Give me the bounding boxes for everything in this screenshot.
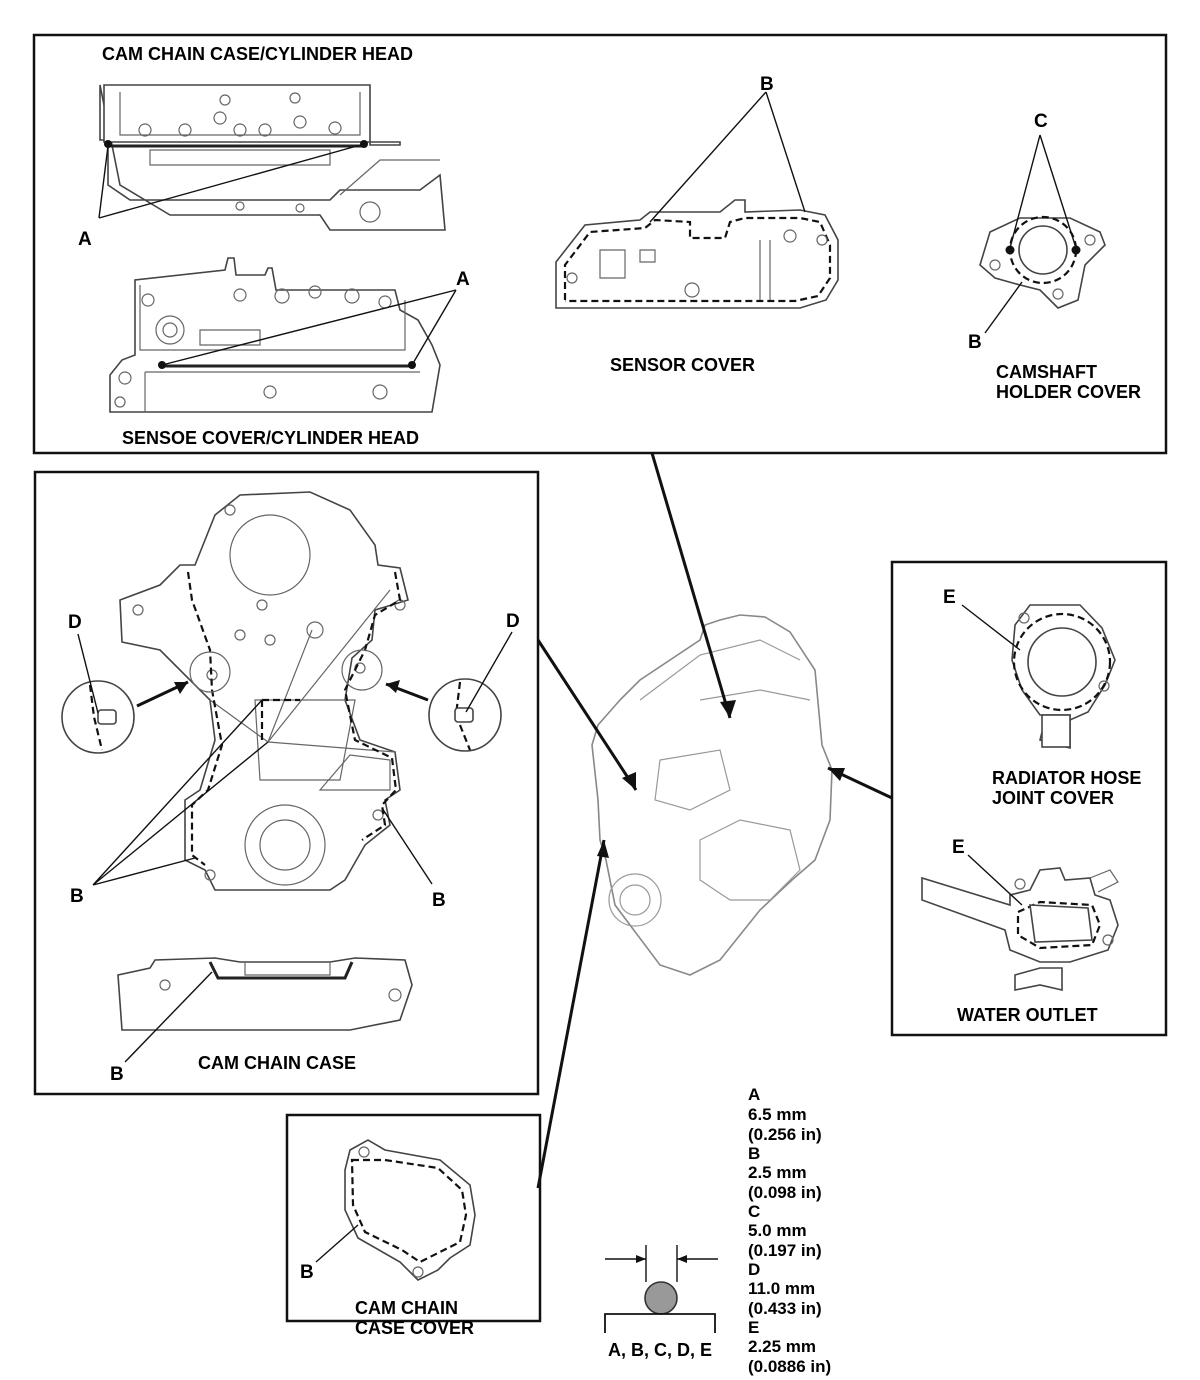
spec-c-letter: C — [748, 1202, 760, 1221]
leader-b-case-cover — [315, 1224, 359, 1263]
spec-c-mm: 5.0 mm — [748, 1221, 807, 1240]
callout-d-right: D — [506, 611, 520, 632]
callout-a-top: A — [78, 229, 92, 250]
spec-d-mm: 11.0 mm — [748, 1279, 815, 1298]
callout-d-left: D — [68, 612, 82, 633]
bead-profile-drawing — [604, 1245, 718, 1333]
radiator-hose-joint-cover-label-2: JOINT COVER — [992, 788, 1114, 808]
camshaft-holder-cover-drawing — [979, 215, 1106, 309]
bead-spec-list: A 6.5 mm (0.256 in) B 2.5 mm (0.098 in) … — [748, 1085, 831, 1376]
spec-d-letter: D — [748, 1260, 760, 1279]
callout-b-case-right: B — [432, 890, 446, 911]
leader-a-top — [98, 143, 365, 219]
leader-a-mid — [161, 289, 457, 366]
leader-b-camshaft — [984, 281, 1023, 334]
engine-assembly-drawing — [591, 614, 833, 976]
leader-e-radiator — [961, 604, 1021, 651]
top-panel-frame — [32, 33, 1168, 455]
spec-d-inch: (0.433 in) — [748, 1299, 822, 1318]
sealant-point-c-left — [1005, 245, 1015, 255]
cooling-covers-panel-frame — [890, 560, 1168, 1037]
camshaft-holder-cover-label-1: CAMSHAFT — [996, 362, 1097, 382]
leader-b-case-side — [124, 971, 213, 1063]
sealant-point-a-left — [104, 140, 112, 148]
spec-b-mm: 2.5 mm — [748, 1163, 807, 1182]
water-outlet-label: WATER OUTLET — [957, 1005, 1098, 1025]
cam-chain-case-panel-frame — [33, 470, 540, 1096]
callout-b-sensor-cover: B — [760, 74, 774, 95]
callout-a-mid: A — [456, 269, 470, 290]
spec-a-inch: (0.256 in) — [748, 1125, 822, 1144]
sensor-cover-drawing — [555, 199, 839, 309]
leader-c — [1009, 134, 1077, 249]
sealant-bead — [644, 1281, 678, 1315]
spec-b-letter: B — [748, 1144, 760, 1163]
callout-b-camshaft-holder: B — [968, 332, 982, 353]
radiator-hose-joint-cover-label-1: RADIATOR HOSE — [992, 768, 1141, 788]
cam-chain-case-cover-label-2: CASE COVER — [355, 1318, 474, 1338]
sensor-cover-cylinder-head-drawing — [109, 257, 441, 413]
leader-d-right — [465, 631, 513, 713]
leader-b-case-right — [381, 807, 433, 885]
detail-d-left — [61, 680, 189, 754]
cam-chain-case-side-drawing — [117, 957, 413, 1031]
callout-e-radiator: E — [943, 587, 956, 608]
leader-b-sensor — [649, 91, 806, 223]
leader-d-left — [77, 633, 99, 714]
radiator-hose-joint-cover-drawing — [1011, 604, 1116, 750]
cam-chain-case-cover-label-1: CAM CHAIN — [355, 1298, 458, 1318]
cam-chain-case-front-drawing — [119, 491, 409, 891]
spec-a-mm: 6.5 mm — [748, 1105, 807, 1124]
callout-b-case-side: B — [110, 1064, 124, 1085]
spec-a-letter: A — [748, 1085, 760, 1104]
camshaft-holder-cover-label-2: HOLDER COVER — [996, 382, 1141, 402]
spec-e-mm: 2.25 mm — [748, 1337, 816, 1356]
cam-chain-case-cylinder-head-drawing — [99, 84, 446, 231]
leader-b-case-left — [92, 699, 269, 886]
callout-b-case-cover: B — [300, 1262, 314, 1283]
arrow-case-cover-to-engine — [536, 839, 606, 1189]
spec-e-letter: E — [748, 1318, 759, 1337]
spec-b-inch: (0.098 in) — [748, 1183, 822, 1202]
callout-c: C — [1034, 111, 1048, 132]
bead-profile-caption: A, B, C, D, E — [608, 1340, 712, 1360]
sensor-cover-label: SENSOR COVER — [610, 355, 755, 375]
spec-c-inch: (0.197 in) — [748, 1241, 822, 1260]
water-outlet-drawing — [921, 867, 1119, 992]
sealant-point-c-right — [1071, 245, 1081, 255]
sensor-cover-cylinder-head-label: SENSOE COVER/CYLINDER HEAD — [122, 428, 419, 448]
arrow-case-to-engine — [536, 639, 638, 791]
leader-e-water — [967, 854, 1023, 906]
callout-e-water: E — [952, 837, 965, 858]
arrow-top-to-engine — [650, 452, 732, 719]
spec-e-inch: (0.0886 in) — [748, 1357, 831, 1376]
cam-chain-case-cover-drawing — [344, 1139, 476, 1281]
callout-b-case-left: B — [70, 886, 84, 907]
cam-chain-case-cylinder-head-label: CAM CHAIN CASE/CYLINDER HEAD — [102, 44, 413, 64]
detail-d-right — [385, 678, 502, 752]
cam-chain-case-label: CAM CHAIN CASE — [198, 1053, 356, 1073]
cam-chain-case-cover-panel-frame — [285, 1113, 542, 1323]
